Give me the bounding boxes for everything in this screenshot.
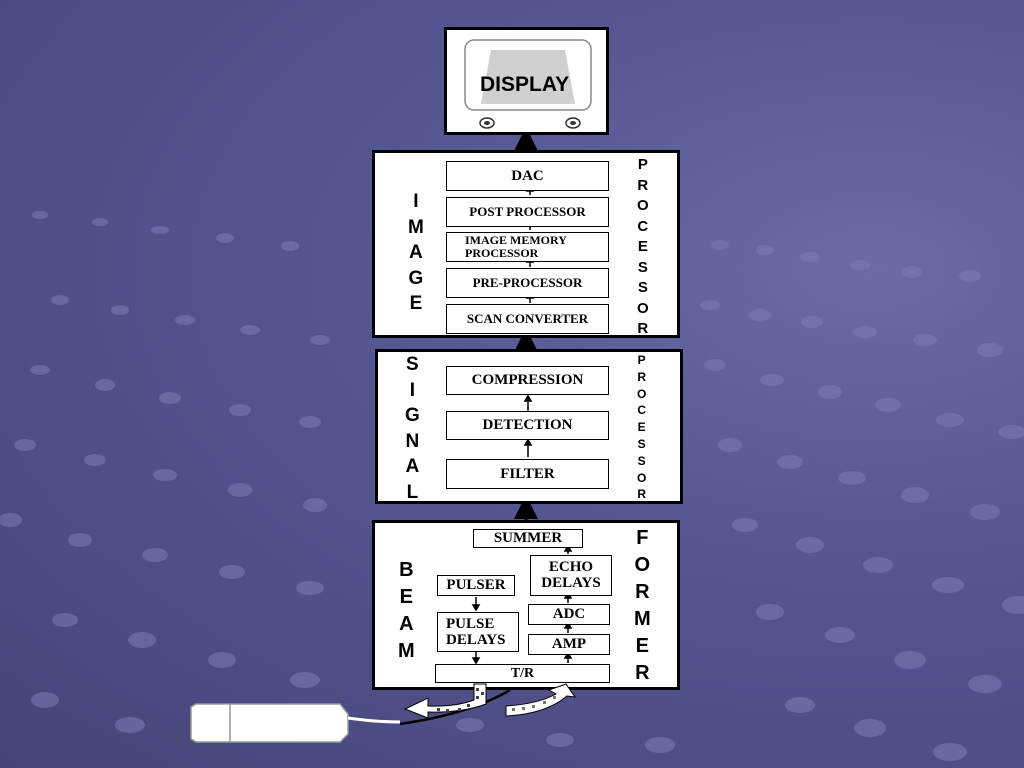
image-memory-processor-block: IMAGE MEMORY PROCESSOR <box>446 232 609 262</box>
display-box: DISPLAY <box>444 27 609 135</box>
scan-converter-block: SCAN CONVERTER <box>446 304 609 334</box>
display-label: DISPLAY <box>480 73 570 96</box>
pulse-delays-block: PULSE DELAYS <box>437 612 519 652</box>
dac-block: DAC <box>446 161 609 191</box>
filter-block: FILTER <box>446 459 609 489</box>
beam-former-arrows <box>471 544 573 665</box>
pre-processor-block: PRE-PROCESSOR <box>446 268 609 298</box>
amp-block: AMP <box>528 634 610 655</box>
adc-block: ADC <box>528 604 610 625</box>
echo-delays-block: ECHO DELAYS <box>530 555 612 596</box>
compression-block: COMPRESSION <box>446 366 609 395</box>
monitor-icon <box>464 39 592 129</box>
detection-block: DETECTION <box>446 411 609 440</box>
signal-processor-arrows <box>523 394 533 457</box>
summer-block: SUMMER <box>473 529 583 548</box>
pulser-block: PULSER <box>437 575 515 596</box>
post-processor-block: POST PROCESSOR <box>446 197 609 227</box>
tr-block: T/R <box>435 664 610 683</box>
